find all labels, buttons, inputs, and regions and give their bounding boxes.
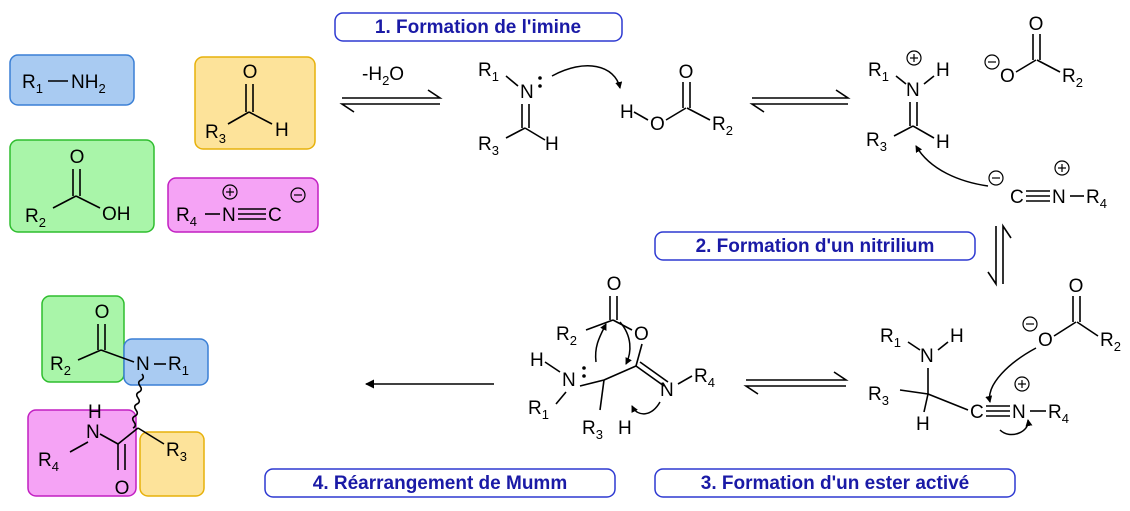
svg-text:R4: R4	[1086, 187, 1107, 211]
equilibrium-arrow-dehydration: -H2O	[339, 64, 443, 113]
positive-charge-icon	[222, 184, 238, 200]
svg-text:R4: R4	[1048, 402, 1069, 426]
svg-text:R1: R1	[868, 60, 889, 84]
svg-text:O: O	[1000, 66, 1015, 87]
carboxylic-acid-structure: H O O R2	[620, 62, 733, 138]
svg-text:R2: R2	[1100, 330, 1121, 354]
reagent-carboxylic-acid: O R2 OH	[9, 139, 155, 233]
svg-text:R1: R1	[168, 354, 189, 378]
svg-text:H: H	[936, 132, 950, 153]
svg-text:H: H	[275, 120, 289, 141]
negative-charge-icon	[290, 187, 306, 203]
svg-text:H: H	[950, 326, 964, 347]
svg-text:H: H	[916, 414, 930, 435]
svg-text:N: N	[136, 354, 150, 375]
step-label-nitrilium-formation-text: 2. Formation d'un nitrilium	[696, 236, 935, 257]
svg-text:R2: R2	[712, 114, 733, 138]
svg-text:R4: R4	[176, 205, 197, 229]
svg-text:O: O	[70, 147, 85, 168]
svg-text:R2: R2	[556, 324, 577, 348]
svg-text:NH2: NH2	[71, 72, 106, 96]
svg-text:N: N	[86, 422, 100, 443]
svg-text:R2: R2	[25, 206, 46, 230]
svg-text:H: H	[530, 350, 544, 371]
svg-text:R1: R1	[22, 72, 43, 96]
negative-charge-icon	[1022, 316, 1038, 332]
svg-text:-H2O: -H2O	[362, 64, 404, 88]
positive-charge-icon	[906, 50, 922, 66]
svg-text:O: O	[1038, 330, 1053, 351]
imine-structure: R1 N R3 H	[478, 60, 623, 158]
svg-text:H: H	[545, 134, 559, 155]
svg-text:O: O	[650, 114, 665, 135]
negative-charge-icon	[988, 170, 1004, 186]
iminium-structure: R1 N H R3 H	[866, 50, 950, 154]
svg-text:R4: R4	[38, 450, 59, 474]
svg-text:R3: R3	[166, 440, 187, 464]
nitrilium-structure: R1 N H R3 H C N R4 O O R2	[868, 276, 1121, 436]
equilibrium-arrow-ester	[743, 371, 849, 395]
svg-text:O: O	[679, 62, 694, 83]
equilibrium-arrow-protonation	[749, 89, 851, 113]
reagent-amine: R1 NH2	[9, 54, 135, 106]
positive-charge-icon	[1014, 376, 1030, 392]
svg-text:R2: R2	[1062, 66, 1083, 90]
reagent-aldehyde: O R3 H	[194, 56, 316, 150]
activated-ester-structure: O R2 O N R4 H N R1 R3 H	[528, 274, 715, 442]
step-label-mumm-rearrangement-text: 4. Réarrangement de Mumm	[313, 473, 567, 494]
svg-text:R3: R3	[866, 130, 887, 154]
svg-text:N: N	[1052, 187, 1066, 208]
svg-text:O: O	[95, 302, 110, 323]
svg-text:H: H	[88, 402, 102, 423]
step-label-activated-ester-formation-text: 3. Formation d'un ester activé	[701, 473, 969, 494]
svg-text:O: O	[1029, 14, 1044, 35]
carboxylate-structure: O O R2	[984, 14, 1083, 90]
svg-text:N: N	[906, 80, 920, 101]
reagent-isocyanide: R4 N C	[167, 177, 319, 233]
step-label-imine-formation-text: 1. Formation de l'imine	[375, 17, 581, 38]
svg-text:N: N	[520, 82, 534, 103]
positive-charge-icon	[1054, 160, 1070, 176]
step-label-imine-formation: 1. Formation de l'imine	[334, 12, 623, 42]
svg-text:R3: R3	[205, 122, 226, 146]
svg-text:O: O	[634, 324, 649, 345]
svg-text:C: C	[268, 205, 282, 226]
svg-text:N: N	[920, 346, 934, 367]
equilibrium-arrow-nitrilium	[987, 223, 1012, 287]
isocyanide-attack-structure: C N R4	[915, 145, 1107, 211]
step-label-activated-ester-formation: 3. Formation d'un ester activé	[654, 468, 1016, 498]
svg-text:C: C	[1010, 187, 1024, 208]
svg-text:H: H	[620, 102, 634, 123]
svg-text:N: N	[222, 205, 236, 226]
svg-text:R3: R3	[478, 134, 499, 158]
svg-text:N: N	[660, 380, 674, 401]
svg-text:O: O	[243, 62, 258, 83]
svg-text:R2: R2	[50, 354, 71, 378]
svg-text:R1: R1	[528, 398, 549, 422]
step-label-nitrilium-formation: 2. Formation d'un nitrilium	[654, 231, 976, 261]
svg-text:C: C	[970, 402, 984, 423]
svg-text:N: N	[562, 370, 576, 391]
negative-charge-icon	[984, 54, 1000, 70]
svg-text:R4: R4	[694, 366, 715, 390]
svg-text:R3: R3	[868, 384, 889, 408]
svg-text:R1: R1	[478, 60, 499, 84]
svg-text:O: O	[607, 274, 622, 295]
svg-text:N: N	[1012, 402, 1026, 423]
svg-text:R1: R1	[880, 326, 901, 350]
ugi-product-structure: O R2 N R1 R3 O N H R4	[27, 295, 209, 499]
svg-text:OH: OH	[102, 204, 131, 225]
svg-text:O: O	[1069, 276, 1084, 297]
svg-text:R3: R3	[582, 418, 603, 442]
step-label-mumm-rearrangement: 4. Réarrangement de Mumm	[264, 468, 616, 498]
svg-text:O: O	[115, 478, 130, 499]
svg-text:H: H	[618, 418, 632, 439]
svg-text:H: H	[936, 60, 950, 81]
